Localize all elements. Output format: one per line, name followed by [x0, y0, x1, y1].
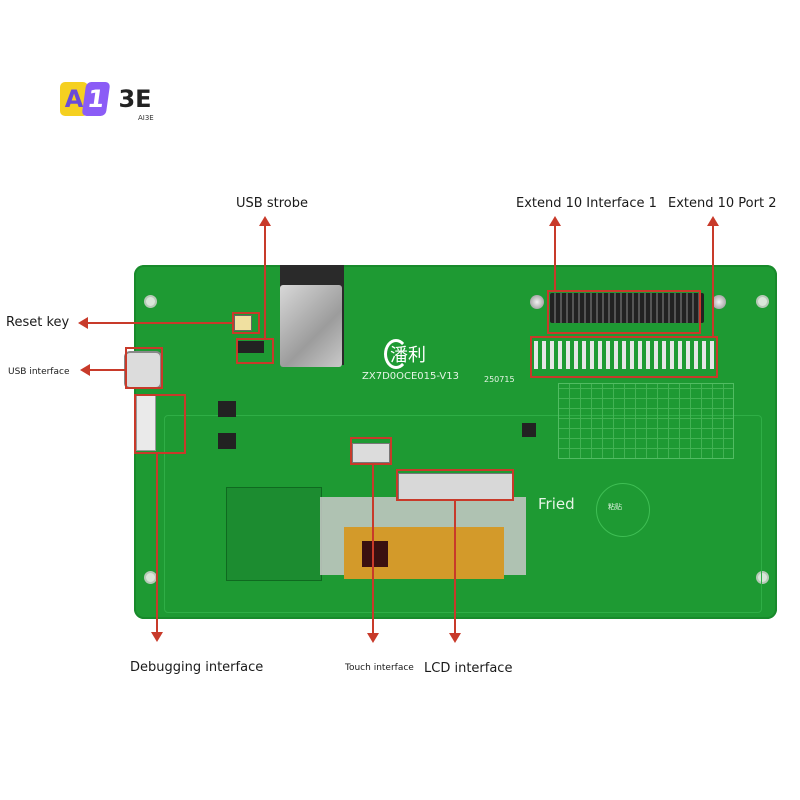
highlight-usb-strobe — [236, 338, 274, 364]
arrow-touch — [372, 465, 374, 633]
highlight-extend-1 — [547, 290, 701, 334]
touch-controller-chip — [362, 541, 388, 567]
arrow-reset-key — [88, 322, 232, 324]
arrowhead — [707, 216, 719, 226]
highlight-debug — [134, 394, 186, 454]
arrow-extend-2 — [712, 224, 714, 338]
arrowhead — [549, 216, 561, 226]
mount-hole — [756, 295, 769, 308]
board-brand: 潘利 — [390, 341, 426, 367]
label-touch-interface: Touch interface — [345, 663, 414, 673]
board-model: ZX7D0OCE015-V13 — [362, 371, 459, 382]
logo-subtext: AI3E — [138, 114, 154, 122]
silkscreen-pin-table — [558, 383, 734, 459]
highlight-touch — [350, 437, 392, 465]
module-shield — [280, 285, 342, 367]
arrow-debug — [156, 454, 158, 632]
arrow-usb-strobe — [264, 224, 266, 340]
label-debugging-interface: Debugging interface — [130, 660, 263, 675]
logo-tile-1: 1 — [82, 82, 111, 116]
sub-board — [226, 487, 322, 581]
logo-tile-e: 3E — [112, 82, 158, 116]
arrowhead — [449, 633, 461, 643]
marker-circle — [596, 483, 650, 537]
highlight-usb-interface — [125, 347, 163, 389]
arrowhead — [151, 632, 163, 642]
ic-chip — [522, 423, 536, 437]
label-reset-key: Reset key — [6, 315, 69, 330]
regulator-chip — [218, 401, 236, 417]
regulator-chip — [218, 433, 236, 449]
highlight-reset-key — [232, 312, 260, 334]
board-fried-text: Fried — [538, 495, 575, 513]
arrow-lcd — [454, 501, 456, 633]
brand-logo: A 1 3E AI3E — [60, 82, 160, 124]
arrowhead — [259, 216, 271, 226]
arrow-extend-1 — [554, 224, 556, 292]
label-extend-port-2: Extend 10 Port 2 — [668, 196, 776, 211]
label-lcd-interface: LCD interface — [424, 661, 512, 676]
marker-circle-label: 粘贴 — [608, 502, 622, 512]
label-extend-interface-1: Extend 10 Interface 1 — [516, 196, 657, 211]
standoff — [530, 295, 544, 309]
arrowhead — [78, 317, 88, 329]
label-usb-interface: USB interface — [8, 367, 69, 377]
board-date: 250715 — [484, 375, 515, 384]
highlight-extend-2 — [530, 336, 718, 378]
arrowhead — [80, 364, 90, 376]
standoff — [712, 295, 726, 309]
highlight-lcd — [396, 469, 514, 501]
arrowhead — [367, 633, 379, 643]
mount-hole — [144, 295, 157, 308]
arrow-usb-interface — [90, 369, 126, 371]
label-usb-strobe: USB strobe — [236, 196, 308, 211]
